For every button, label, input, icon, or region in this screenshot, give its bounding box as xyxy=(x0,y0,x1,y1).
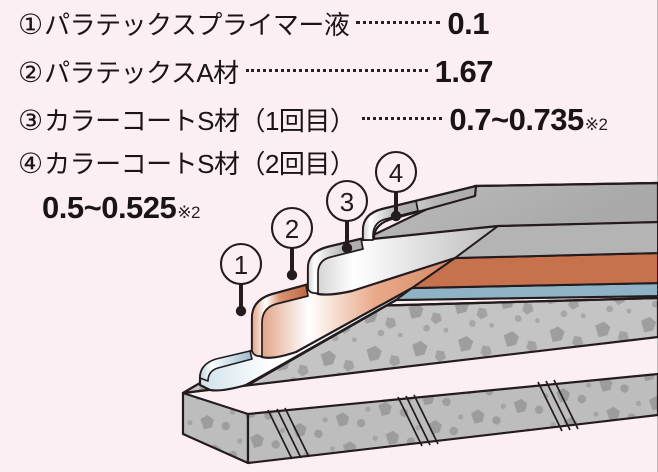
legend-row-4-value: 0.5~0.525 ※2 xyxy=(42,192,200,223)
legend-marker-2: ② xyxy=(18,57,44,88)
legend-label-4: カラーコートS材（2回目） xyxy=(44,149,356,179)
legend-value-4: 0.5~0.525 xyxy=(42,190,177,225)
legend-marker-3: ③ xyxy=(18,105,44,136)
legend-row-2: ② パラテックスA材 1.67 xyxy=(18,56,494,87)
svg-text:1: 1 xyxy=(234,250,248,280)
legend-note-4: ※2 xyxy=(177,203,200,222)
svg-text:2: 2 xyxy=(285,214,299,244)
callout-1: 1 xyxy=(219,242,263,317)
callout-3: 3 xyxy=(325,179,369,254)
svg-text:3: 3 xyxy=(340,187,354,217)
color-coat-1-layer xyxy=(306,220,658,296)
legend-note-3: ※2 xyxy=(584,115,608,134)
base-coat-A-layer xyxy=(250,251,658,359)
legend-row-1: ① パラテックスプライマー液 0.1 xyxy=(18,8,490,39)
legend-label-1: パラテックスプライマー液 xyxy=(44,10,350,40)
legend-value-2: 1.67 xyxy=(434,54,494,89)
callout-2: 2 xyxy=(270,206,314,281)
color-coat-2-layer xyxy=(361,181,658,242)
legend-label-3: カラーコートS材（1回目） xyxy=(44,106,356,136)
primer-layer xyxy=(198,281,658,392)
legend-value-1: 0.1 xyxy=(447,6,489,41)
legend-row-4: ④ カラーコートS材（2回目） xyxy=(18,148,356,179)
legend-leader-dots-1 xyxy=(356,17,441,24)
legend-value-3: 0.7~0.735 xyxy=(449,102,584,137)
concrete-substrate xyxy=(181,296,658,465)
legend-marker-1: ① xyxy=(18,9,44,40)
legend-leader-dots-3 xyxy=(362,113,443,120)
callout-4: 4 xyxy=(374,150,418,222)
svg-text:4: 4 xyxy=(389,158,403,188)
legend-marker-4: ④ xyxy=(18,148,44,179)
legend-label-2: パラテックスA材 xyxy=(44,58,239,88)
legend-row-3: ③ カラーコートS材（1回目） 0.7~0.735 ※2 xyxy=(18,102,608,137)
legend-leader-dots-2 xyxy=(245,65,428,72)
